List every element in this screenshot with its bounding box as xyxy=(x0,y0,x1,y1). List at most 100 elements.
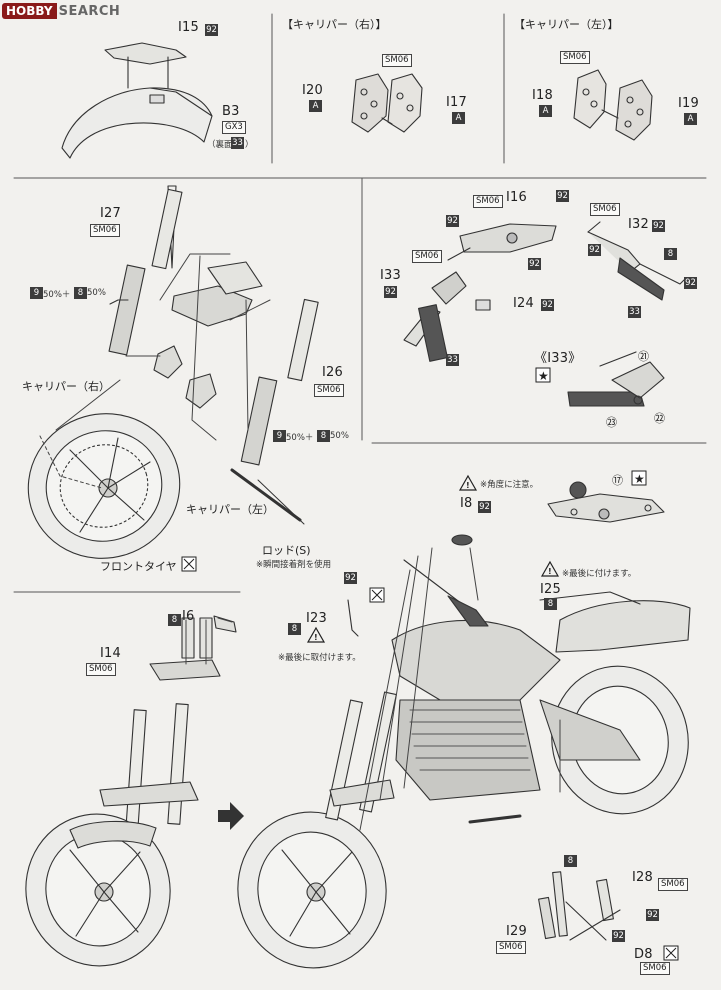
cut-icons xyxy=(181,556,679,961)
part-i29-label: I29 xyxy=(506,924,527,939)
part-i6-label: I6 xyxy=(182,609,195,624)
part-i27-code: SM06 xyxy=(90,224,120,237)
right-color-8-badge: 8 xyxy=(664,248,677,260)
mix2-color-8-pct: 50% xyxy=(330,431,349,441)
front-fender-drawing xyxy=(61,42,213,159)
mix2-color-9-badge: 9 xyxy=(273,430,286,442)
top-clamp-drawing xyxy=(547,481,665,523)
clamp-color-badge: 92 xyxy=(446,215,459,227)
hobbysearch-watermark-logo: HOBBY SEARCH xyxy=(2,2,120,20)
part-i14-code: SM06 xyxy=(86,663,116,676)
part-i19-color-badge: A xyxy=(684,113,697,125)
fork-assembly-drawing xyxy=(25,615,237,967)
part-i17-color-badge: A xyxy=(452,112,465,124)
caliper-right-callout: キャリパー（右） xyxy=(22,380,110,393)
caliper-left-drawing xyxy=(573,69,653,141)
part-i14-label: I14 xyxy=(100,646,121,661)
caliper-right-code: SM06 xyxy=(382,54,412,67)
part-i18-color-badge: A xyxy=(539,105,552,117)
svg-text:★: ★ xyxy=(538,369,549,383)
part-i16-color-badge: 92 xyxy=(556,190,569,202)
callout-22: ㉒ xyxy=(654,412,665,425)
watermark-brand: HOBBY xyxy=(2,3,57,19)
right-lever-code: SM06 xyxy=(590,203,620,216)
svg-text:!: ! xyxy=(314,633,318,642)
part-i8-label: I8 xyxy=(460,496,473,511)
part-i29-code: SM06 xyxy=(496,941,526,954)
rod-glue-note: ※瞬間接着剤を使用 xyxy=(256,560,332,570)
part-i16-label: I16 xyxy=(506,190,527,205)
part-i23-label: I23 xyxy=(306,611,327,626)
mix-color-8-pct: 50% xyxy=(87,288,106,298)
caliper-right-drawing xyxy=(351,73,423,133)
mix-color-9-badge: 9 xyxy=(30,287,43,299)
part-i32-label: I32 xyxy=(628,217,649,232)
part-i15-color-badge: 92 xyxy=(205,24,218,36)
watermark-site: SEARCH xyxy=(58,3,121,19)
detail-i33-title: 《I33》 xyxy=(534,351,582,366)
callout-23: ㉓ xyxy=(606,416,617,429)
stand-top-color-badge: 8 xyxy=(564,855,577,867)
part-i24-color-badge: 92 xyxy=(541,299,554,311)
part-i33-color-badge: 92 xyxy=(384,286,397,298)
next-step-arrow-shape xyxy=(218,802,244,830)
part-i24-label: I24 xyxy=(513,296,534,311)
part-i28-label: I28 xyxy=(632,870,653,885)
part-i18-label: I18 xyxy=(532,88,553,103)
part-i32-color-badge: 92 xyxy=(652,220,665,232)
part-i19-label: I19 xyxy=(678,96,699,111)
rod-s-label: ロッド(S) xyxy=(262,544,311,557)
part-d8-color-badge: 92 xyxy=(612,930,625,942)
part-i28-code: SM06 xyxy=(658,878,688,891)
angle-warning-note: ※角度に注意。 xyxy=(480,480,539,490)
mix2-color-8-badge: 8 xyxy=(317,430,330,442)
part-i8-color-badge: 92 xyxy=(478,501,491,513)
warning-exclamations: ! ! ! xyxy=(314,481,552,642)
mix-color-8-badge: 8 xyxy=(74,287,87,299)
part-b3-code: GX3 xyxy=(222,121,246,134)
mix-color-9-pct: 50%＋ xyxy=(43,290,71,300)
install-last-note-i25: ※最後に付けます。 xyxy=(562,569,637,579)
part-i26-code: SM06 xyxy=(314,384,344,397)
right-grip-color-badge: 33 xyxy=(628,306,641,318)
caliper-left-code: SM06 xyxy=(560,51,590,64)
part-i23-top-badge: 92 xyxy=(344,572,357,584)
svg-text:!: ! xyxy=(548,567,552,576)
right-tip-color-badge: 92 xyxy=(684,277,697,289)
part-i20-label: I20 xyxy=(302,83,323,98)
inner-color-badge: 92 xyxy=(528,258,541,270)
right-clamp-color-badge: 92 xyxy=(588,244,601,256)
install-last-note-i23: ※最後に取付けます。 xyxy=(278,653,361,663)
left-lever-code: SM06 xyxy=(412,250,442,263)
stand-drawing xyxy=(538,871,621,941)
front-wheel-drawing xyxy=(27,261,305,559)
part-i15-label: I15 xyxy=(178,20,199,35)
part-b3-label: B3 xyxy=(222,104,240,119)
part-d8-code: SM06 xyxy=(640,962,670,975)
caliper-left-title: 【キャリパー（左）】 xyxy=(514,18,619,31)
callout-17: ⑰ xyxy=(612,474,623,487)
part-i6-color-badge: 8 xyxy=(168,614,181,626)
left-grip-color-badge: 33 xyxy=(446,354,459,366)
part-i25-label: I25 xyxy=(540,582,561,597)
part-i23-color-badge: 8 xyxy=(288,623,301,635)
part-i25-color-badge: 8 xyxy=(544,598,557,610)
part-i20-color-badge: A xyxy=(309,100,322,112)
callout-21: ㉑ xyxy=(638,350,649,363)
part-i17-label: I17 xyxy=(446,95,467,110)
back-side-note: （裏面 xyxy=(207,140,233,150)
handlebar-drawing xyxy=(403,221,685,407)
part-i26-label: I26 xyxy=(322,365,343,380)
part-i28-color-badge: 92 xyxy=(646,909,659,921)
back-side-color-badge: 33 xyxy=(231,137,244,149)
part-d8-label: D8 xyxy=(634,947,653,962)
part-i16-code: SM06 xyxy=(473,195,503,208)
front-tire-label: フロントタイヤ xyxy=(100,560,177,573)
svg-text:★: ★ xyxy=(634,472,645,486)
mix2-color-9-pct: 50%＋ xyxy=(286,433,314,443)
caliper-right-title: 【キャリパー（右）】 xyxy=(282,18,387,31)
motorcycle-drawing xyxy=(237,534,691,969)
fork-guide-lines xyxy=(39,253,271,489)
fork-right-drawing xyxy=(240,298,319,466)
